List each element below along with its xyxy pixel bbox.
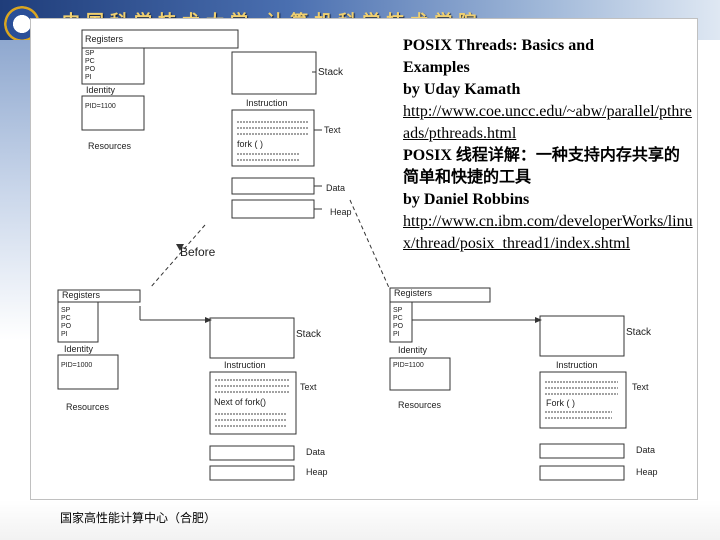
ref-link1[interactable]: http://www.coe.uncc.edu/~abw/parallel/pt… xyxy=(403,103,692,142)
left-decor-band xyxy=(0,40,30,540)
ref-link2[interactable]: http://www.cn.ibm.com/developerWorks/lin… xyxy=(403,213,693,252)
ref-title-line2: Examples xyxy=(403,59,470,76)
reference-text: POSIX Threads: Basics and Examples by Ud… xyxy=(403,35,693,255)
footer-band xyxy=(0,500,720,540)
ref-author2: by Daniel Robbins xyxy=(403,191,530,208)
ref-title-line1: POSIX Threads: Basics and xyxy=(403,37,595,54)
ref-title2: POSIX 线程详解：一种支持内存共享的简单和快捷的工具 xyxy=(403,147,680,186)
ref-author1: by Uday Kamath xyxy=(403,81,521,98)
footer-label: 国家高性能计算中心（合肥） xyxy=(60,511,217,525)
